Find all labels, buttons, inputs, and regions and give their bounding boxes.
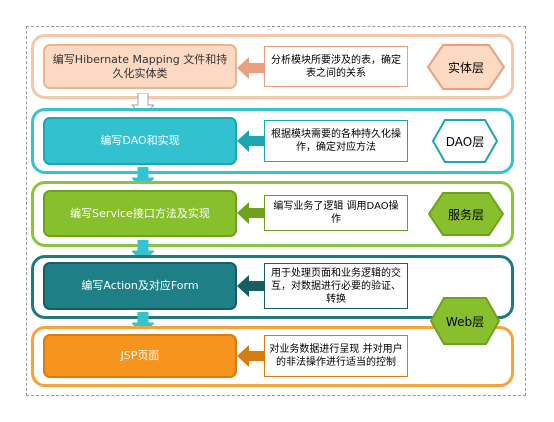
step-box-action: 编写Action及对应Form (43, 262, 237, 310)
layer-label-hex-dao (432, 119, 498, 163)
layer-label-web: Web层 (445, 314, 485, 329)
pointer-arrow-jsp (237, 345, 267, 367)
description-service: 编写业务了逻辑 调用DAO操作 (264, 195, 408, 231)
step-box-jsp: JSP页面 (43, 334, 237, 378)
layer-label-hex-service (428, 192, 504, 236)
pointer-arrow-entity (237, 57, 267, 79)
layer-label-hex-entity (427, 44, 505, 90)
layer-label-entity: 实体层 (447, 60, 484, 75)
description-dao: 根据模块需要的各种持久化操作，确定对应方法 (264, 120, 408, 162)
layer-label-dao: DAO层 (445, 134, 485, 149)
description-jsp: 对业务数据进行呈现 并对用户的非法操作进行适当的控制 (264, 335, 408, 377)
layer-label-hex-web (430, 297, 500, 345)
pointer-arrow-action (237, 275, 267, 297)
layer-label-service: 服务层 (447, 207, 484, 222)
step-box-entity: 编写Hibernate Mapping 文件和持久化实体类 (43, 44, 237, 89)
step-box-dao: 编写DAO和实现 (43, 117, 237, 165)
description-entity: 分析模块所要涉及的表，确定表之间的关系 (264, 46, 408, 87)
step-box-service: 编写Service接口方法及实现 (43, 190, 237, 237)
pointer-arrow-dao (237, 130, 267, 152)
pointer-arrow-service (237, 202, 267, 224)
dashed-frame (26, 26, 526, 396)
description-action: 用于处理页面和业务逻辑的交互，对数据进行必要的验证、转换 (264, 263, 408, 309)
